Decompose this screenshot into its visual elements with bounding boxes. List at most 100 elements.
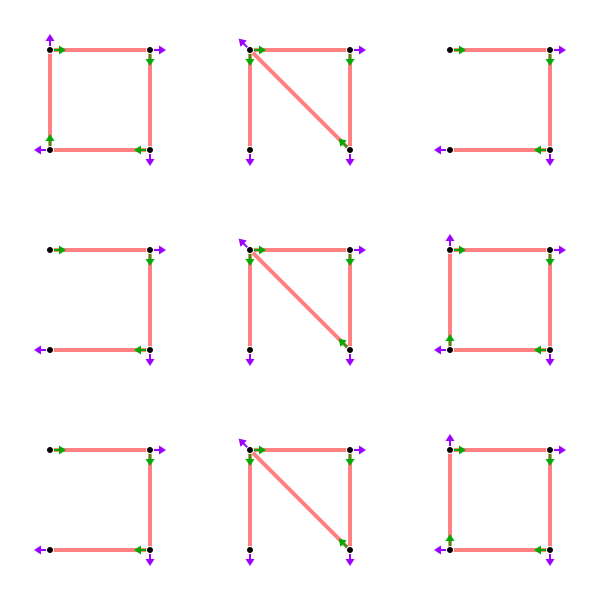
inner-arrow-tl-e (452, 45, 466, 55)
node-bl (446, 346, 454, 354)
node-br (146, 346, 154, 354)
node-bl (46, 346, 54, 354)
node-tl (246, 246, 254, 254)
inner-arrow-tr-s (545, 52, 555, 66)
node-tl (246, 446, 254, 454)
inner-arrow-br-w (534, 145, 548, 155)
node-bl (246, 146, 254, 154)
node-br (346, 546, 354, 554)
outer-arrow-tl-n (45, 34, 55, 48)
outer-arrow-bl-w (34, 345, 48, 355)
inner-arrow-tr-s (345, 252, 355, 266)
outer-arrow-tl-nw (238, 38, 250, 50)
node-tl (46, 246, 54, 254)
node-tl (446, 446, 454, 454)
edge-tl-br (248, 248, 352, 352)
inner-arrow-br-w (134, 545, 148, 555)
outer-arrow-br-s (345, 152, 355, 166)
outer-arrow-br-s (545, 552, 555, 566)
node-bl (246, 346, 254, 354)
outer-arrow-br-s (345, 552, 355, 566)
graph-panel-7 (34, 445, 166, 566)
inner-arrow-bl-n (445, 334, 455, 348)
outer-arrow-bl-w (434, 545, 448, 555)
node-tr (546, 246, 554, 254)
node-br (346, 346, 354, 354)
node-bl (446, 546, 454, 554)
inner-arrow-br-nw (338, 338, 350, 350)
outer-arrow-tl-n (445, 434, 455, 448)
inner-arrow-br-nw (338, 538, 350, 550)
inner-arrow-tl-e (52, 245, 66, 255)
node-tr (546, 46, 554, 54)
node-tr (146, 46, 154, 54)
outer-arrow-bl-w (34, 545, 48, 555)
inner-arrow-br-w (534, 345, 548, 355)
inner-arrow-tl-e (452, 245, 466, 255)
inner-arrow-br-w (134, 345, 148, 355)
node-bl (46, 546, 54, 554)
node-bl (46, 146, 54, 154)
outer-arrow-tl-nw (238, 438, 250, 450)
graph-panel-6 (434, 234, 566, 366)
outer-arrow-tr-e (352, 445, 366, 455)
outer-arrow-bl-w (434, 145, 448, 155)
inner-arrow-tl-e (52, 45, 66, 55)
outer-arrow-tr-e (352, 245, 366, 255)
inner-arrow-tr-s (145, 252, 155, 266)
graph-panel-2 (238, 38, 366, 166)
inner-arrow-tr-s (345, 52, 355, 66)
node-br (546, 146, 554, 154)
node-tr (146, 446, 154, 454)
outer-arrow-bl-s (245, 352, 255, 366)
inner-arrow-tr-s (145, 452, 155, 466)
graph-panel-8 (238, 438, 366, 566)
outer-arrow-tl-n (445, 234, 455, 248)
graph-panel-9 (434, 434, 566, 566)
outer-arrow-br-s (145, 152, 155, 166)
inner-arrow-tr-s (545, 452, 555, 466)
node-tl (246, 46, 254, 54)
outer-arrow-tr-e (552, 45, 566, 55)
node-tl (46, 46, 54, 54)
node-tr (546, 446, 554, 454)
node-tr (346, 246, 354, 254)
node-tl (446, 46, 454, 54)
node-br (146, 546, 154, 554)
inner-arrow-br-nw (338, 138, 350, 150)
node-tr (346, 46, 354, 54)
outer-arrow-br-s (145, 352, 155, 366)
edge-tl-br (248, 48, 352, 152)
inner-arrow-bl-n (445, 534, 455, 548)
outer-arrow-bl-s (245, 552, 255, 566)
graph-panel-3 (434, 45, 566, 166)
outer-arrow-tr-e (152, 45, 166, 55)
node-bl (446, 146, 454, 154)
outer-arrow-tr-e (152, 445, 166, 455)
node-tr (146, 246, 154, 254)
outer-arrow-br-s (145, 552, 155, 566)
outer-arrow-bl-s (245, 152, 255, 166)
outer-arrow-tr-e (552, 245, 566, 255)
outer-arrow-tr-e (352, 45, 366, 55)
graph-panel-4 (34, 245, 166, 366)
outer-arrow-tl-nw (238, 238, 250, 250)
outer-arrow-tr-e (152, 245, 166, 255)
node-bl (246, 546, 254, 554)
inner-arrow-br-w (134, 145, 148, 155)
node-tr (346, 446, 354, 454)
outer-arrow-bl-w (434, 345, 448, 355)
edge-tl-br (248, 448, 352, 552)
node-br (146, 146, 154, 154)
inner-arrow-br-w (534, 545, 548, 555)
node-tl (46, 446, 54, 454)
graph-panel-1 (34, 34, 166, 166)
node-br (546, 346, 554, 354)
outer-arrow-bl-w (34, 145, 48, 155)
node-br (346, 146, 354, 154)
outer-arrow-br-s (545, 352, 555, 366)
inner-arrow-tl-e (52, 445, 66, 455)
node-tl (446, 246, 454, 254)
outer-arrow-tr-e (552, 445, 566, 455)
